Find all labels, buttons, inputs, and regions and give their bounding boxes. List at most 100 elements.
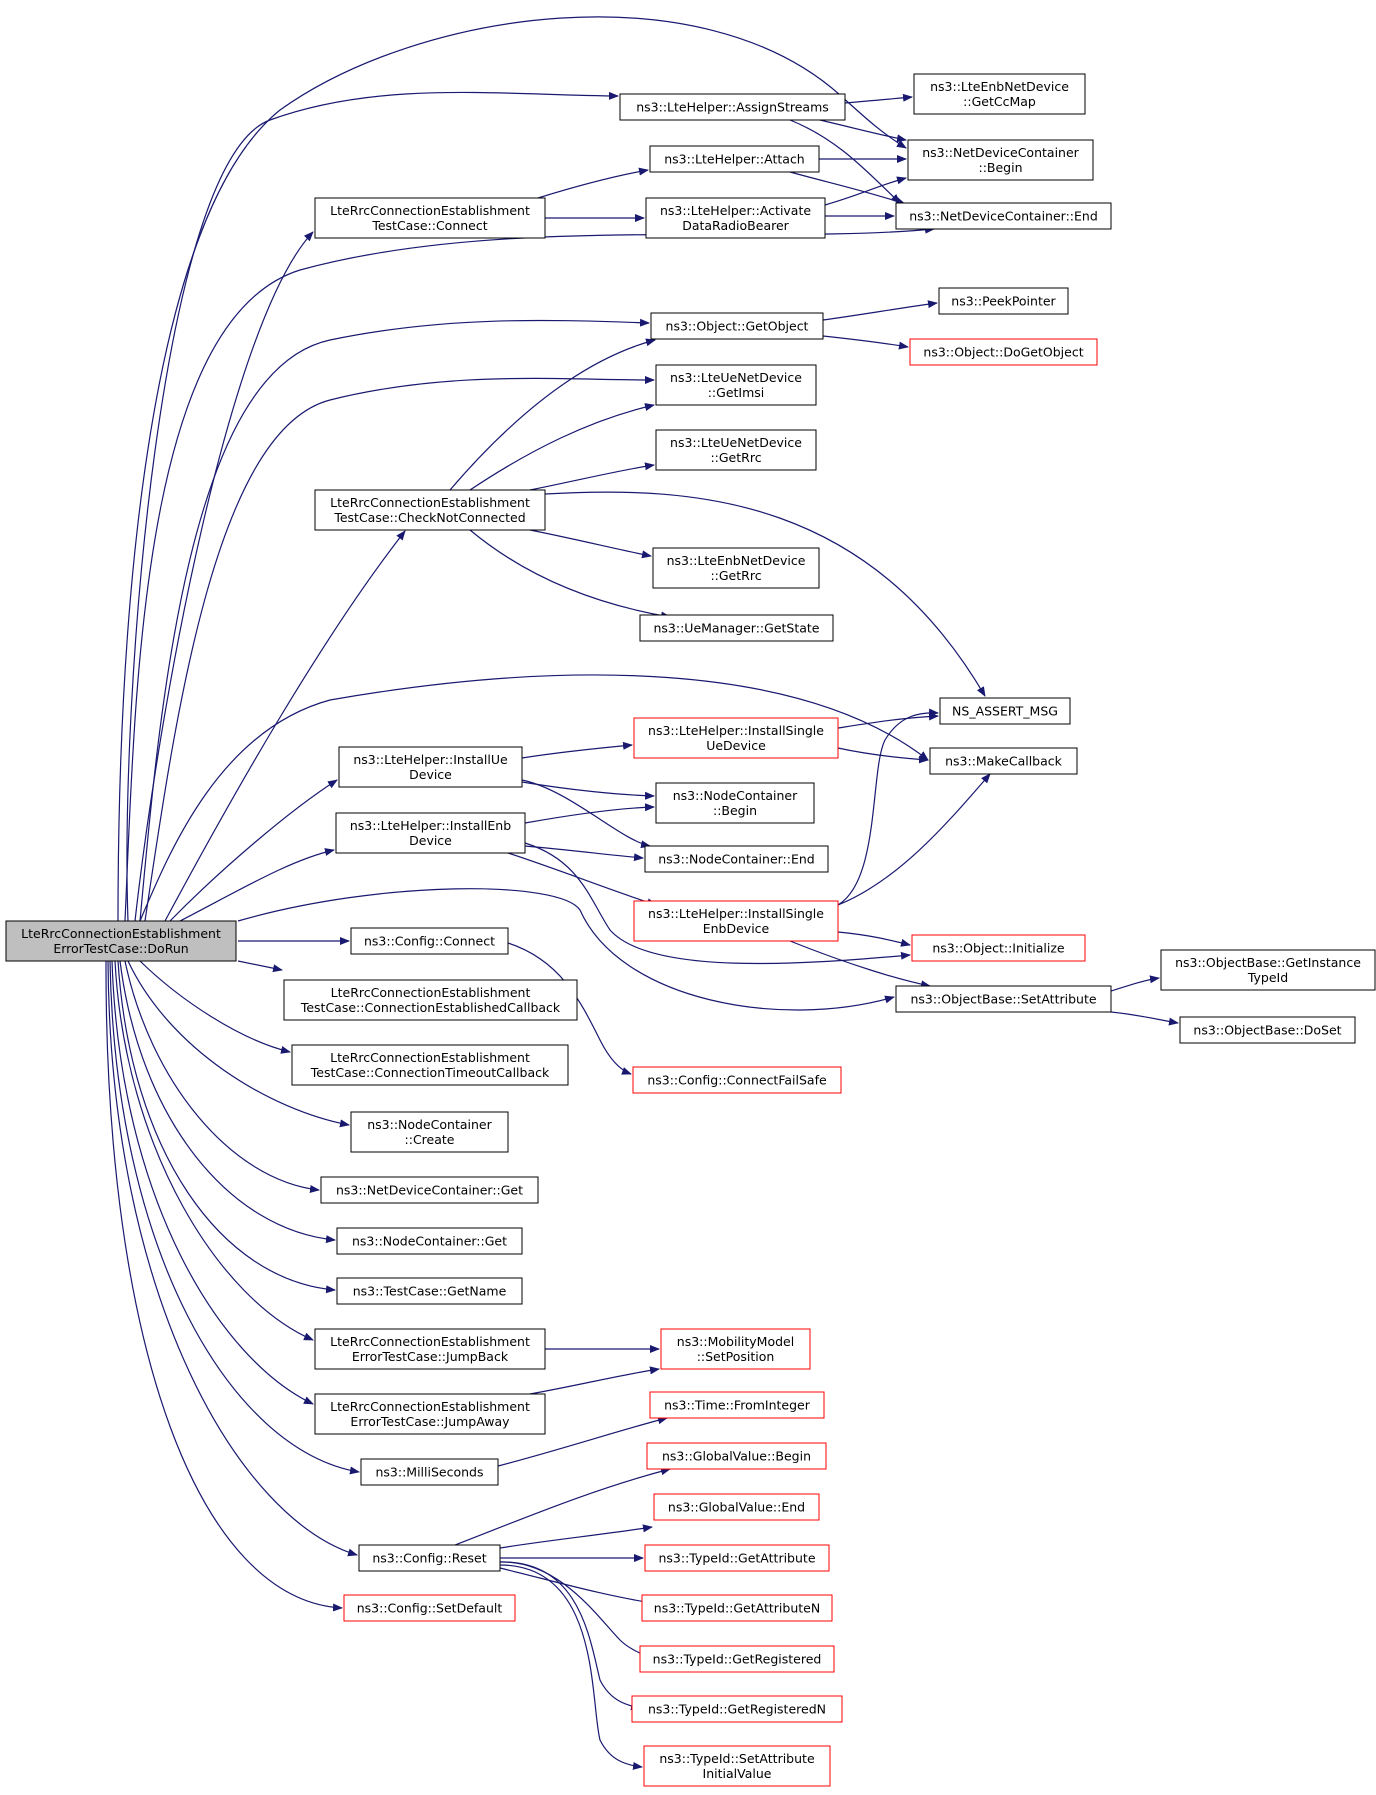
node-box[interactable] [646, 1442, 827, 1470]
node-box[interactable] [644, 845, 829, 873]
node-ncbegin[interactable]: ns3::NodeContainer::Begin [655, 782, 815, 824]
node-box[interactable] [343, 1594, 516, 1622]
node-box[interactable] [895, 202, 1112, 230]
node-box[interactable] [358, 1544, 501, 1572]
node-root[interactable]: LteRrcConnectionEstablishmentErrorTestCa… [5, 920, 237, 962]
node-box[interactable] [283, 979, 578, 1021]
node-attach[interactable]: ns3::LteHelper::Attach [649, 145, 820, 173]
node-checknot[interactable]: LteRrcConnectionEstablishmentTestCase::C… [314, 489, 546, 531]
node-box[interactable] [631, 1695, 843, 1723]
node-box[interactable] [660, 1328, 811, 1370]
node-doset[interactable]: ns3::ObjectBase::DoSet [1179, 1016, 1356, 1044]
node-getattributen[interactable]: ns3::TypeId::GetAttributeN [641, 1594, 833, 1622]
node-box[interactable] [938, 287, 1069, 315]
node-box[interactable] [641, 1594, 833, 1622]
node-timeoutcb[interactable]: LteRrcConnectionEstablishmentTestCase::C… [291, 1044, 569, 1086]
node-box[interactable] [314, 489, 546, 531]
node-box[interactable] [1179, 1016, 1356, 1044]
node-box[interactable] [652, 547, 820, 589]
node-box[interactable] [360, 1458, 499, 1486]
node-box[interactable] [639, 614, 834, 642]
node-box[interactable] [5, 920, 237, 962]
node-getname[interactable]: ns3::TestCase::GetName [336, 1277, 523, 1305]
node-box[interactable] [655, 429, 817, 471]
node-getimsi[interactable]: ns3::LteUeNetDevice::GetImsi [655, 364, 817, 406]
node-getregistered[interactable]: ns3::TypeId::GetRegistered [639, 1645, 835, 1673]
node-box[interactable] [633, 717, 839, 759]
node-box[interactable] [645, 197, 826, 239]
node-jumpback[interactable]: LteRrcConnectionEstablishmentErrorTestCa… [314, 1328, 546, 1370]
node-box[interactable] [619, 93, 846, 121]
node-ndcbegin[interactable]: ns3::NetDeviceContainer::Begin [907, 139, 1094, 181]
node-box[interactable] [655, 364, 817, 406]
node-box[interactable] [650, 312, 824, 340]
node-frominteger[interactable]: ns3::Time::FromInteger [649, 1391, 825, 1419]
node-setdefault[interactable]: ns3::Config::SetDefault [343, 1594, 516, 1622]
node-ndcget[interactable]: ns3::NetDeviceContainer::Get [320, 1176, 539, 1204]
node-box[interactable] [336, 1277, 523, 1305]
node-ncend[interactable]: ns3::NodeContainer::End [644, 845, 829, 873]
node-initialize[interactable]: ns3::Object::Initialize [911, 934, 1086, 962]
node-configconnect[interactable]: ns3::Config::Connect [350, 927, 509, 955]
node-ccmap[interactable]: ns3::LteEnbNetDevice::GetCcMap [913, 73, 1086, 115]
node-gvend[interactable]: ns3::GlobalValue::End [653, 1493, 820, 1521]
node-box[interactable] [895, 985, 1112, 1013]
node-box[interactable] [291, 1044, 569, 1086]
node-connect[interactable]: LteRrcConnectionEstablishmentTestCase::C… [314, 197, 546, 239]
node-nccreate[interactable]: ns3::NodeContainer::Create [350, 1111, 509, 1153]
node-box[interactable] [939, 697, 1071, 725]
node-uegetrrc[interactable]: ns3::LteUeNetDevice::GetRrc [655, 429, 817, 471]
node-setattribute[interactable]: ns3::ObjectBase::SetAttribute [895, 985, 1112, 1013]
node-peek[interactable]: ns3::PeekPointer [938, 287, 1069, 315]
node-box[interactable] [907, 139, 1094, 181]
node-box[interactable] [1160, 949, 1376, 991]
node-box[interactable] [644, 1544, 830, 1572]
node-box[interactable] [653, 1493, 820, 1521]
node-box[interactable] [336, 1227, 523, 1255]
node-getregisteredn[interactable]: ns3::TypeId::GetRegisteredN [631, 1695, 843, 1723]
node-assert[interactable]: NS_ASSERT_MSG [939, 697, 1071, 725]
node-box[interactable] [649, 1391, 825, 1419]
node-assign[interactable]: ns3::LteHelper::AssignStreams [619, 93, 846, 121]
node-box[interactable] [639, 1645, 835, 1673]
node-jumpaway[interactable]: LteRrcConnectionEstablishmentErrorTestCa… [314, 1393, 546, 1435]
node-box[interactable] [655, 782, 815, 824]
node-getobject[interactable]: ns3::Object::GetObject [650, 312, 824, 340]
node-box[interactable] [314, 197, 546, 239]
node-makecallback[interactable]: ns3::MakeCallback [929, 747, 1078, 775]
node-box[interactable] [314, 1393, 546, 1435]
node-enbgetrrc[interactable]: ns3::LteEnbNetDevice::GetRrc [652, 547, 820, 589]
node-setposition[interactable]: ns3::MobilityModel::SetPosition [660, 1328, 811, 1370]
node-estcb[interactable]: LteRrcConnectionEstablishmentTestCase::C… [283, 979, 578, 1021]
node-milliseconds[interactable]: ns3::MilliSeconds [360, 1458, 499, 1486]
node-box[interactable] [649, 145, 820, 173]
node-box[interactable] [913, 73, 1086, 115]
node-dogetobject[interactable]: ns3::Object::DoGetObject [909, 338, 1098, 366]
node-box[interactable] [633, 900, 839, 942]
node-box[interactable] [632, 1066, 842, 1094]
node-configreset[interactable]: ns3::Config::Reset [358, 1544, 501, 1572]
node-ncget[interactable]: ns3::NodeContainer::Get [336, 1227, 523, 1255]
node-failsafe[interactable]: ns3::Config::ConnectFailSafe [632, 1066, 842, 1094]
node-box[interactable] [335, 812, 526, 854]
node-getattribute[interactable]: ns3::TypeId::GetAttribute [644, 1544, 830, 1572]
node-box[interactable] [911, 934, 1086, 962]
node-box[interactable] [338, 746, 523, 788]
node-getstate[interactable]: ns3::UeManager::GetState [639, 614, 834, 642]
node-box[interactable] [320, 1176, 539, 1204]
node-box[interactable] [350, 1111, 509, 1153]
node-ndcend[interactable]: ns3::NetDeviceContainer::End [895, 202, 1112, 230]
node-box[interactable] [350, 927, 509, 955]
node-gvbegin[interactable]: ns3::GlobalValue::Begin [646, 1442, 827, 1470]
node-box[interactable] [643, 1745, 831, 1787]
node-box[interactable] [929, 747, 1078, 775]
node-box[interactable] [314, 1328, 546, 1370]
node-box[interactable] [909, 338, 1098, 366]
